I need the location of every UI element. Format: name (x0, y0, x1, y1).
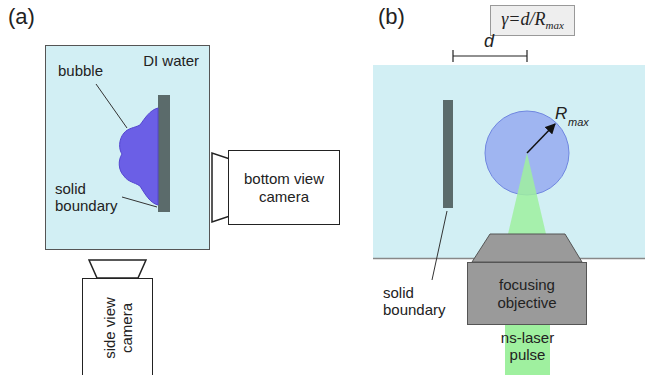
solid-boundary-plate (443, 100, 453, 208)
part-label: bubble (58, 62, 103, 79)
radius-arrow (527, 124, 555, 153)
laser-cone (508, 153, 546, 234)
leader-line (432, 211, 447, 280)
node-text: side view camera (100, 286, 135, 370)
dimension-label: d (484, 31, 494, 52)
node-text: focusing objective (472, 276, 582, 311)
objective-box: focusing objective (467, 262, 587, 325)
camera-box: bottom view camera (228, 150, 340, 225)
panel-label: (b) (378, 4, 405, 29)
leader-line (122, 197, 157, 207)
leader-line (96, 84, 127, 128)
part-label: solid boundary (55, 180, 127, 215)
node-text: γ=d/R (501, 9, 545, 30)
water-region (373, 65, 645, 258)
dimension-line (453, 55, 527, 56)
camera-lens (89, 260, 146, 278)
dimension-tick (526, 50, 527, 62)
laser-label: ns-laser pulse (490, 329, 565, 364)
dimension-tick (452, 50, 453, 62)
node-text: bottom view camera (233, 170, 335, 205)
symbol-label: R (555, 104, 567, 124)
objective-lens (472, 234, 582, 262)
camera-box: side view camera (82, 278, 153, 375)
formula-box: γ=d/Rmax (490, 5, 575, 36)
water-tank-fill (45, 45, 210, 250)
part-label: solid boundary (383, 284, 455, 319)
solid-boundary-plate (158, 95, 170, 212)
node-text: max (545, 19, 563, 32)
node-text: DI water (143, 52, 199, 69)
symbol-subscript: max (568, 116, 589, 129)
panel-label: (a) (8, 4, 35, 29)
bubble-shape (119, 108, 158, 205)
